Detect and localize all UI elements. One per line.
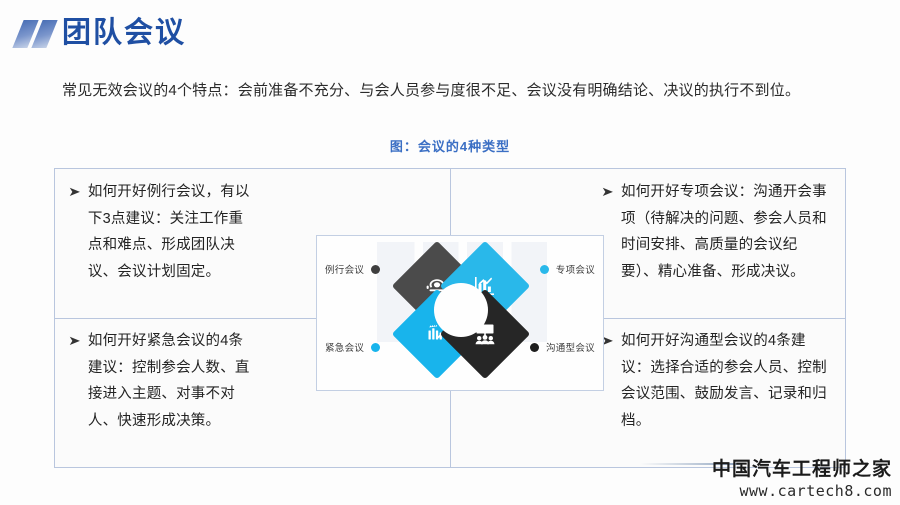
watermark: 中国汽车工程师之家 www.cartech8.com (672, 457, 892, 501)
diagram-label-special-meeting: 专项会议 (539, 262, 595, 276)
bullet-arrow-icon: ➤ (601, 333, 614, 348)
figure-caption: 图：会议的4种类型 (389, 139, 511, 154)
intro-paragraph: 常见无效会议的4个特点：会前准备不充分、与会人员参与度很不足、会议没有明确结论、… (62, 82, 801, 99)
diagram-label-routine-meeting-text: 例行会议 (325, 265, 365, 276)
legend-dot-routine (371, 264, 381, 274)
bullet-arrow-icon: ➤ (601, 184, 614, 199)
page-title: 团队会议 (62, 17, 187, 49)
quadrant-top-left: ➤ 如何开好例行会议，有以下3点建议：关注工作重点和难点、形成团队决议、会议计划… (55, 169, 450, 318)
diagram-center-hole (434, 283, 488, 337)
quadrant-top-right-text: 如何开好专项会议：沟通开会事项（待解决的问题、参会人员和时间安排、高质量的会议纪… (621, 184, 827, 280)
diagram-label-communication-meeting: 沟通型会议 (529, 340, 595, 354)
diagram-label-communication-meeting-text: 沟通型会议 (545, 343, 595, 354)
watermark-rule (640, 463, 740, 465)
quadrant-top-right: ➤ 如何开好专项会议：沟通开会事项（待解决的问题、参会人员和时间安排、高质量的会… (450, 169, 845, 318)
bullet-arrow-icon: ➤ (68, 184, 81, 199)
double-slash-bars-logo-icon (12, 20, 58, 48)
quadrant-grid: ➤ 如何开好例行会议，有以下3点建议：关注工作重点和难点、形成团队决议、会议计划… (54, 168, 846, 468)
quadrant-bottom-left-text: 如何开好紧急会议的4条建议：控制参会人数、直接进入主题、对事不对人、快速形成决策… (87, 333, 250, 429)
watermark-name: 中国汽车工程师之家 (711, 458, 892, 480)
diagram-label-routine-meeting: 例行会议 (325, 262, 381, 276)
quadrant-bottom-right: ➤ 如何开好沟通型会议的4条建议：选择合适的参会人员、控制会议范围、鼓励发言、记… (450, 318, 845, 467)
legend-dot-communication (529, 342, 539, 352)
legend-dot-urgent (371, 342, 381, 352)
quadrant-top-left-text: 如何开好例行会议，有以下3点建议：关注工作重点和难点、形成团队决议、会议计划固定… (87, 184, 250, 280)
quadrant-bottom-left: ➤ 如何开好紧急会议的4条建议：控制参会人数、直接进入主题、对事不对人、快速形成… (55, 318, 450, 467)
diagram-label-urgent-meeting-text: 紧急会议 (325, 343, 365, 354)
diagram-label-urgent-meeting: 紧急会议 (325, 340, 381, 354)
bullet-arrow-icon: ➤ (68, 333, 81, 348)
page-header: 团队会议 (0, 0, 900, 62)
meeting-types-diagram: 例行会议 专项会议 紧急会议 沟通型会议 (316, 235, 604, 391)
diagram-label-special-meeting-text: 专项会议 (555, 265, 595, 276)
watermark-url: www.cartech8.com (739, 482, 892, 500)
legend-dot-special (539, 264, 549, 274)
quadrant-bottom-right-text: 如何开好沟通型会议的4条建议：选择合适的参会人员、控制会议范围、鼓励发言、记录和… (621, 333, 827, 429)
